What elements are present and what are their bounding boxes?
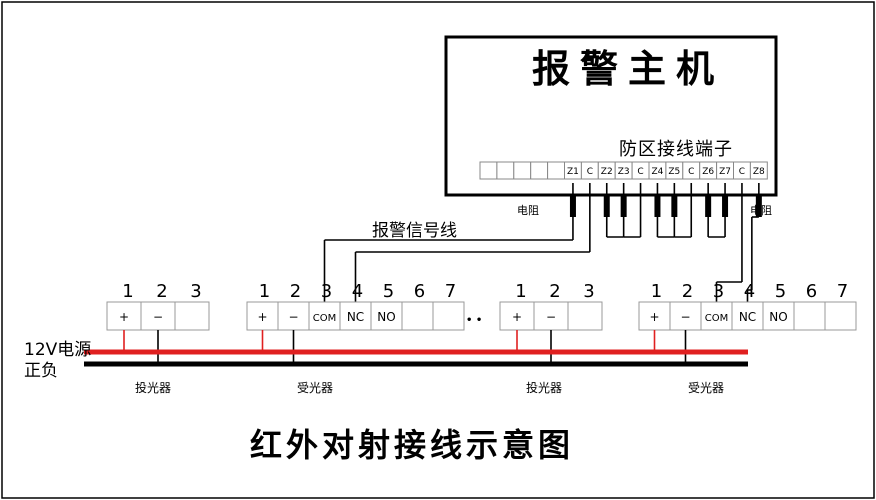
terminal-label: Z7	[719, 167, 731, 177]
alarm-host-title: 报警主机	[532, 47, 724, 91]
tx-terminal-label: −	[153, 310, 163, 324]
tx-terminal-number: 1	[122, 281, 133, 302]
rx-terminal-number: 5	[383, 281, 394, 302]
zone-resistor	[620, 196, 627, 217]
rx-terminal-number: 7	[445, 281, 456, 302]
rx-terminal-label: NC	[739, 310, 756, 324]
zone-resistor	[671, 196, 678, 217]
rx-terminal-cell	[339, 301, 372, 331]
terminal-label: C	[587, 167, 593, 177]
resistor-label-left: 电阻	[517, 204, 539, 217]
rx-terminal-cell	[700, 301, 733, 331]
rx-terminal-label: +	[257, 310, 267, 324]
rx-terminal-label: −	[680, 310, 690, 324]
signal-wire-label: 报警信号线	[372, 221, 457, 241]
rx-terminal-number: 2	[682, 281, 693, 302]
terminal-cell	[479, 161, 498, 180]
tx-terminal-label: −	[546, 310, 556, 324]
rx-terminal-number: 1	[259, 281, 270, 302]
tx-terminal-number: 2	[156, 281, 167, 302]
rx-terminal-label: −	[288, 310, 298, 324]
terminal-label: Z6	[702, 167, 714, 177]
tx-terminal-cell	[140, 301, 176, 331]
resistor-label-right: 电阻	[750, 204, 772, 217]
rx-terminal-label: NO	[377, 310, 395, 324]
receiver-label: 受光器	[688, 381, 724, 395]
tx-terminal-label: +	[119, 310, 129, 324]
rx-terminal-number: 5	[775, 281, 786, 302]
rx-terminal-cell	[824, 301, 857, 331]
rx-terminal-label: NO	[769, 310, 787, 324]
terminal-label: C	[688, 167, 694, 177]
ellipsis: • •	[466, 315, 482, 326]
terminal-cell	[749, 161, 768, 180]
rx-terminal-number: 4	[352, 281, 363, 302]
terminal-label: Z1	[567, 167, 579, 177]
rx-terminal-number: 7	[837, 281, 848, 302]
terminal-label: Z5	[668, 167, 680, 177]
tx-terminal-cell	[567, 301, 603, 331]
zone-resistor	[654, 196, 661, 217]
power-label: 12V电源	[24, 340, 91, 360]
tx-terminal-number: 2	[549, 281, 560, 302]
tx-terminal-number: 3	[583, 281, 594, 302]
tx-terminal-number: 3	[190, 281, 201, 302]
zone-resistor	[603, 196, 610, 217]
rx-terminal-label: +	[649, 310, 659, 324]
z1-resistor	[569, 196, 576, 217]
tx-terminal-label: +	[512, 310, 522, 324]
terminal-cell	[496, 161, 515, 180]
rx-terminal-number: 1	[651, 281, 662, 302]
terminal-label: Z3	[618, 167, 630, 177]
terminal-caption: 防区接线端子	[619, 139, 733, 160]
rx-terminal-cell	[793, 301, 826, 331]
tx-terminal-cell	[533, 301, 569, 331]
rx-terminal-cell	[669, 301, 702, 331]
rx-terminal-cell	[308, 301, 341, 331]
zone-resistor	[705, 196, 712, 217]
rx-terminal-number: 3	[713, 281, 724, 302]
rx-terminal-number: 2	[290, 281, 301, 302]
transmitter-label: 投光器	[526, 380, 562, 395]
rx-terminal-cell	[277, 301, 310, 331]
rx-terminal-cell	[762, 301, 795, 331]
transmitter-label: 投光器	[135, 380, 171, 395]
terminal-label: Z4	[651, 167, 663, 177]
terminal-strip: Z1 C Z2 Z3 C Z4 Z5 C Z6 Z7 C Z8	[479, 161, 768, 180]
diagram-caption: 红外对射接线示意图	[250, 426, 574, 464]
rx-terminal-number: 6	[806, 281, 817, 302]
alarm-host: 报警主机 防区接线端子 Z1 C Z2 Z3 C Z4 Z5 C Z6 Z7 C Z8	[444, 35, 778, 197]
rx-terminal-number: 6	[414, 281, 425, 302]
z8-resistor	[755, 196, 762, 217]
rx-terminal-number: 3	[321, 281, 332, 302]
terminal-label: C	[739, 167, 745, 177]
terminal-cell	[513, 161, 532, 180]
rx-terminal-cell	[432, 301, 465, 331]
terminal-label: Z8	[753, 167, 765, 177]
tx-terminal-cell	[174, 301, 210, 331]
tx-terminal-cell	[499, 301, 535, 331]
terminal-cell	[530, 161, 549, 180]
terminal-label: Z2	[601, 167, 613, 177]
rx-terminal-label: NC	[347, 310, 364, 324]
zone-resistor	[722, 196, 729, 217]
terminal-label: C	[637, 167, 643, 177]
rx-terminal-label: COM	[705, 313, 728, 324]
rx-terminal-number: 4	[744, 281, 755, 302]
wires	[323, 183, 762, 302]
tx-terminal-number: 1	[515, 281, 526, 302]
rx-terminal-label: COM	[313, 313, 336, 324]
terminal-cell	[547, 161, 565, 180]
power-polarity-label: 正负	[24, 361, 58, 381]
receiver-label: 受光器	[297, 381, 333, 395]
rx-terminal-cell	[401, 301, 434, 331]
